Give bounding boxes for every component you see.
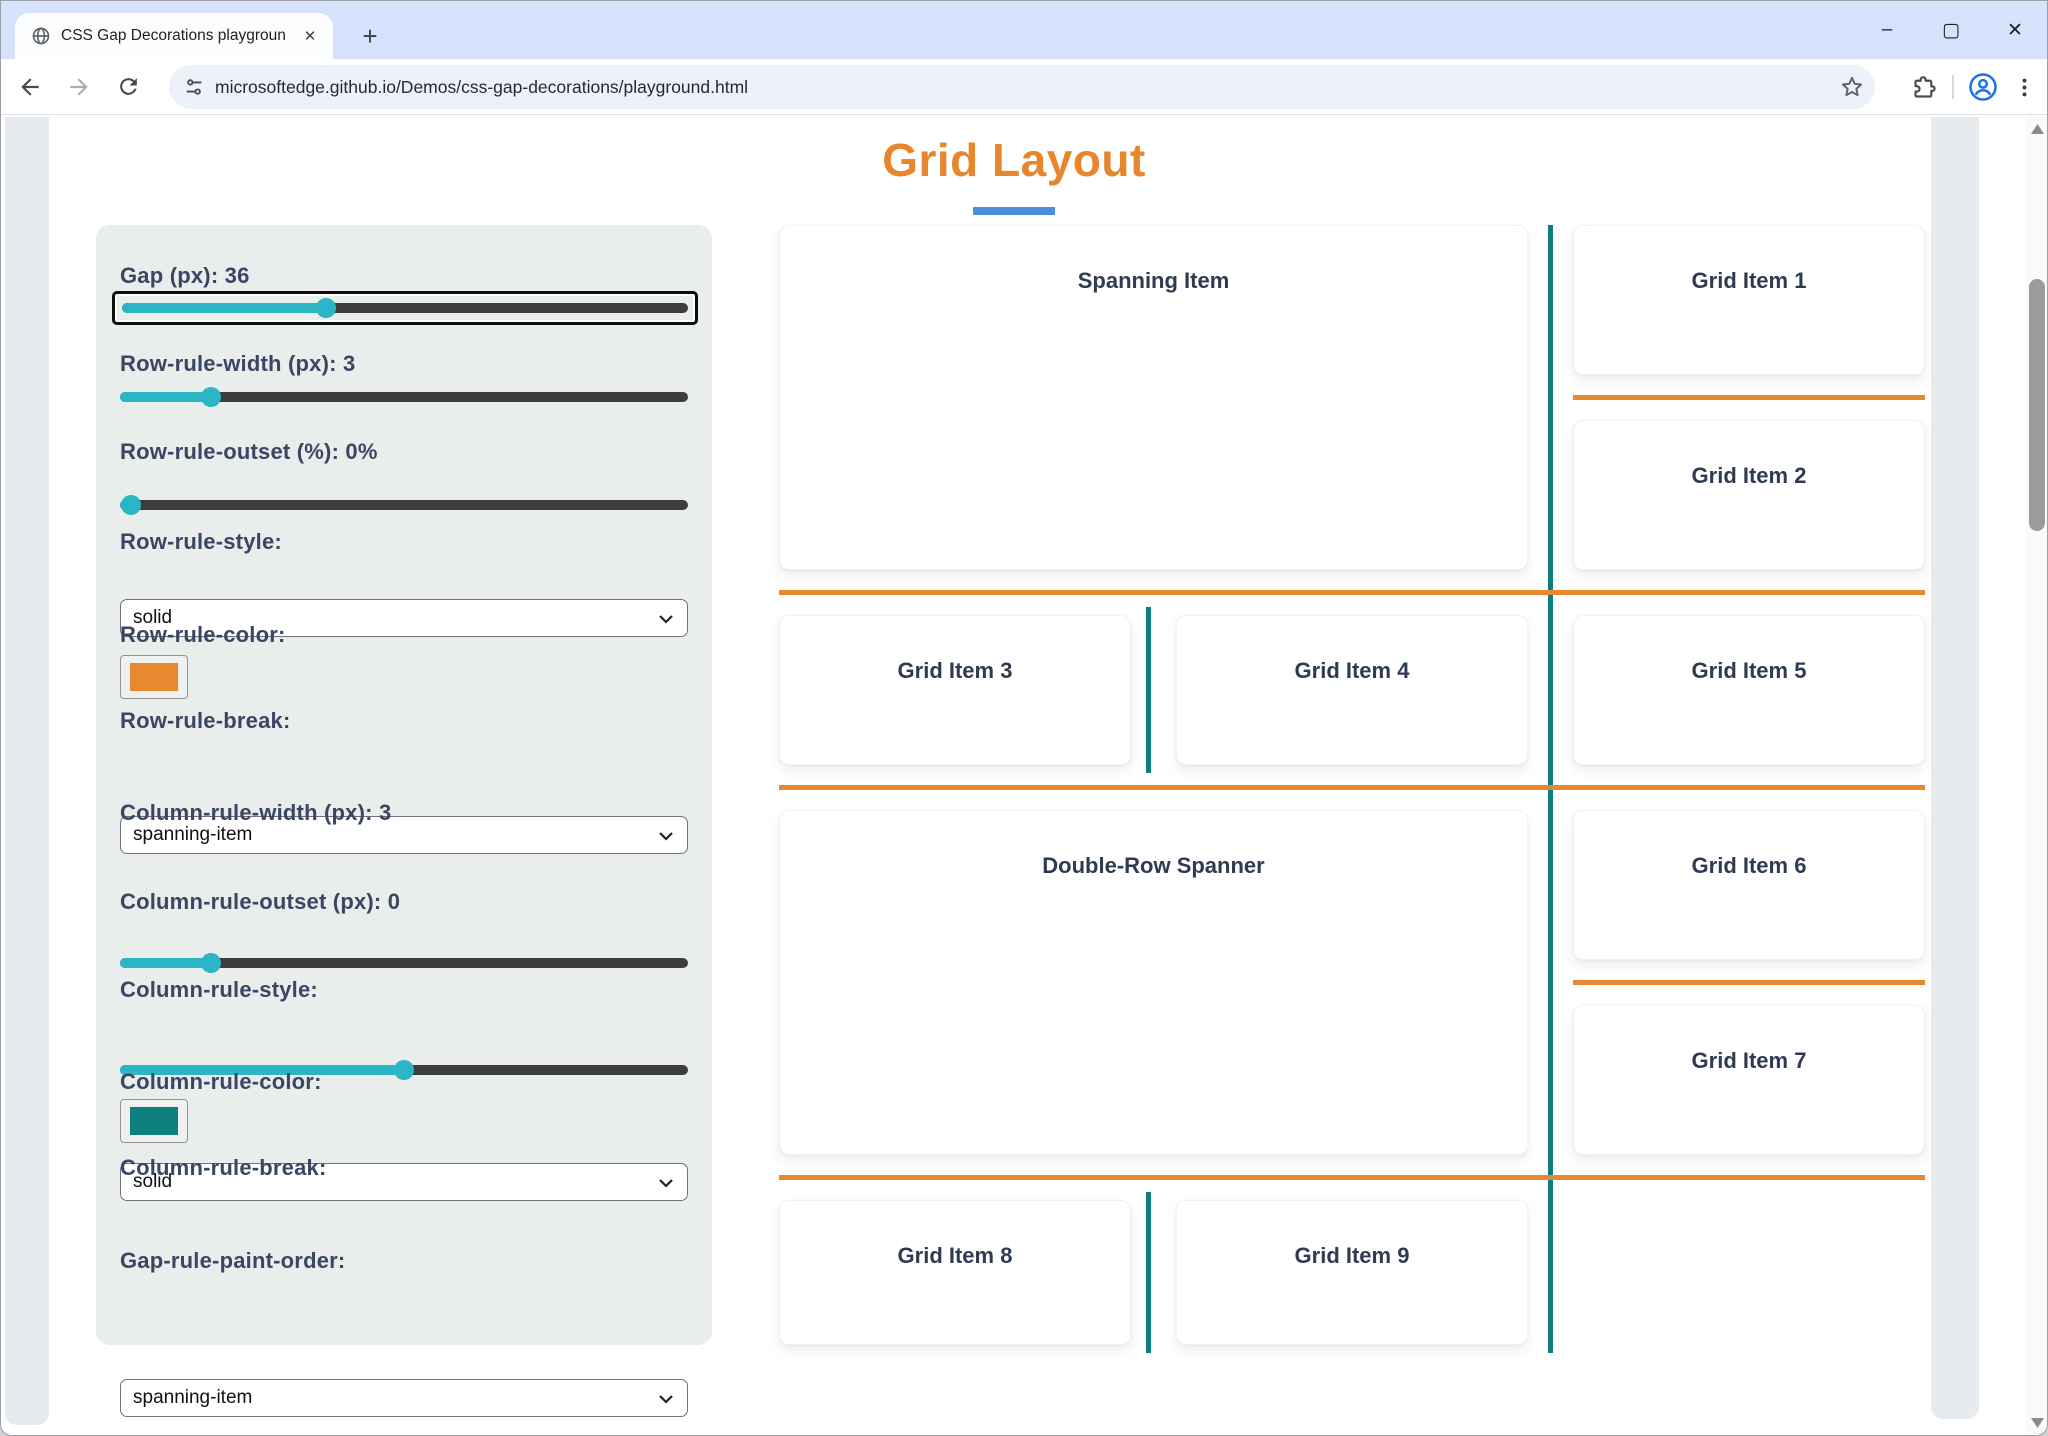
column-rule-width-slider[interactable] bbox=[120, 953, 688, 973]
row-rule-outset-slider[interactable] bbox=[120, 495, 688, 515]
url-bar[interactable]: microsoftedge.github.io/Demos/css-gap-de… bbox=[169, 65, 1875, 109]
chevron-down-icon bbox=[659, 1179, 673, 1188]
slider-thumb[interactable] bbox=[200, 387, 221, 407]
grid-card-9: Grid Item 9 bbox=[1176, 1200, 1528, 1345]
slider-thumb[interactable] bbox=[121, 495, 142, 515]
slider-thumb[interactable] bbox=[315, 298, 336, 318]
row-rule-style-select[interactable]: solid bbox=[120, 599, 688, 637]
chevron-down-icon bbox=[659, 1395, 673, 1404]
grid-card-3: Grid Item 3 bbox=[779, 615, 1131, 765]
row-rule-outset-label: Row-rule-outset (%): 0% bbox=[120, 439, 378, 464]
grid-card-6: Grid Item 6 bbox=[1573, 810, 1925, 960]
back-button[interactable] bbox=[10, 67, 50, 107]
row-rule-full-b bbox=[779, 785, 1925, 790]
grid-card-8: Grid Item 8 bbox=[779, 1200, 1131, 1345]
column-rule-outset-slider[interactable] bbox=[120, 1060, 688, 1080]
controls-panel: Gap (px): 36 Row-rule-width (px): 3 Row-… bbox=[96, 225, 712, 1417]
row-rule-full-a bbox=[779, 590, 1925, 595]
row-rule-color-label: Row-rule-color: bbox=[120, 622, 286, 647]
forward-button[interactable] bbox=[59, 67, 99, 107]
column-rule-row3 bbox=[1146, 607, 1151, 773]
column-rule-style-select[interactable]: solid bbox=[120, 1163, 688, 1201]
window-minimize-button[interactable]: – bbox=[1881, 19, 1893, 40]
grid-card-spanning: Spanning Item bbox=[779, 225, 1528, 570]
column-rule-color-picker[interactable] bbox=[120, 1099, 188, 1143]
page-left-gutter bbox=[5, 117, 49, 1425]
gap-rule-paint-order-label: Gap-rule-paint-order: bbox=[120, 1248, 346, 1273]
gap-slider-focus-ring bbox=[112, 291, 698, 325]
scroll-up-icon[interactable] bbox=[2030, 123, 2045, 135]
tab-close-icon[interactable]: ✕ bbox=[303, 28, 317, 45]
tab-strip: CSS Gap Decorations playgroun ✕ + – ▢ ✕ bbox=[1, 1, 2047, 59]
slider-thumb[interactable] bbox=[394, 1060, 414, 1080]
extensions-icon[interactable] bbox=[1911, 74, 1938, 101]
new-tab-button[interactable]: + bbox=[362, 20, 378, 51]
row-rule-color-picker[interactable] bbox=[120, 655, 188, 699]
site-info-icon[interactable] bbox=[183, 76, 205, 98]
reload-button[interactable] bbox=[108, 67, 148, 107]
column-rule-break-select[interactable]: spanning-item bbox=[120, 1379, 688, 1417]
url-text[interactable]: microsoftedge.github.io/Demos/css-gap-de… bbox=[215, 76, 749, 97]
toolbar-separator bbox=[1952, 75, 1954, 99]
globe-icon bbox=[32, 27, 50, 45]
column-rule-outset-label: Column-rule-outset (px): 0 bbox=[120, 889, 401, 914]
forward-icon bbox=[70, 77, 88, 96]
grid-card-double-spanner: Double-Row Spanner bbox=[779, 810, 1528, 1155]
column-rule-width-label: Column-rule-width (px): 3 bbox=[120, 800, 392, 825]
back-icon bbox=[21, 77, 39, 96]
page-title: Grid Layout bbox=[882, 134, 1146, 186]
gap-slider-label: Gap (px): 36 bbox=[120, 263, 250, 288]
row-rule-break-label: Row-rule-break: bbox=[120, 708, 291, 733]
vertical-scrollbar[interactable] bbox=[2026, 115, 2047, 1435]
title-underline bbox=[973, 207, 1055, 215]
page-content: Grid Layout Gap (px): 36 Row-rule-width … bbox=[1, 115, 2047, 1435]
column-rule-row6 bbox=[1146, 1192, 1151, 1353]
column-rule-color-label: Column-rule-color: bbox=[120, 1069, 322, 1094]
row-rule-width-slider[interactable] bbox=[120, 387, 688, 407]
grid-card-2: Grid Item 2 bbox=[1573, 420, 1925, 570]
row-rule-full-c bbox=[779, 1175, 1925, 1180]
row-rule-col3-a bbox=[1573, 395, 1925, 400]
row-rule-break-select[interactable]: spanning-item bbox=[120, 816, 688, 854]
column-rule-break-label: Column-rule-break: bbox=[120, 1155, 327, 1180]
row-rule-style-label: Row-rule-style: bbox=[120, 529, 282, 554]
profile-icon[interactable] bbox=[1968, 72, 1998, 102]
grid-card-4: Grid Item 4 bbox=[1176, 615, 1528, 765]
menu-icon[interactable] bbox=[2012, 75, 2037, 100]
grid-card-1: Grid Item 1 bbox=[1573, 225, 1925, 375]
gap-slider[interactable] bbox=[122, 298, 688, 318]
page-right-gutter bbox=[1931, 117, 1979, 1419]
reload-icon bbox=[119, 78, 137, 95]
bookmark-star-icon[interactable] bbox=[1839, 74, 1865, 100]
scrollbar-thumb[interactable] bbox=[2029, 279, 2045, 531]
row-rule-width-label: Row-rule-width (px): 3 bbox=[120, 351, 356, 376]
window-close-button[interactable]: ✕ bbox=[2007, 19, 2023, 41]
browser-toolbar: microsoftedge.github.io/Demos/css-gap-de… bbox=[1, 59, 2047, 115]
window-maximize-button[interactable]: ▢ bbox=[1942, 19, 1960, 41]
scroll-down-icon[interactable] bbox=[2030, 1417, 2045, 1429]
tab-title: CSS Gap Decorations playgroun bbox=[61, 27, 286, 44]
tab-css-gap-decorations[interactable]: CSS Gap Decorations playgroun ✕ bbox=[15, 13, 333, 59]
grid-card-5: Grid Item 5 bbox=[1573, 615, 1925, 765]
slider-thumb[interactable] bbox=[200, 953, 221, 973]
grid-card-7: Grid Item 7 bbox=[1573, 1005, 1925, 1155]
chevron-down-icon bbox=[659, 832, 673, 841]
chevron-down-icon bbox=[659, 615, 673, 624]
row-rule-col3-b bbox=[1573, 980, 1925, 985]
column-rule-style-label: Column-rule-style: bbox=[120, 977, 318, 1002]
